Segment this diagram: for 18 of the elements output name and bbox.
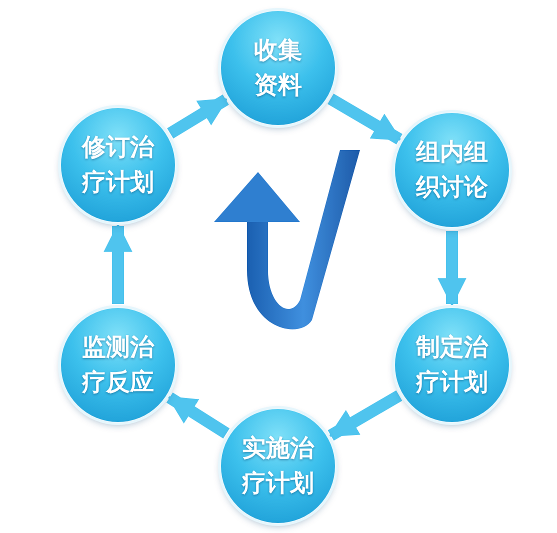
arrow xyxy=(104,223,132,304)
step-label: 制定治疗计划 xyxy=(416,332,488,398)
step-label: 收集资料 xyxy=(254,35,302,101)
arrow xyxy=(328,94,402,144)
process-circle xyxy=(61,308,175,422)
process-circle xyxy=(221,11,335,125)
arrow xyxy=(328,390,402,441)
step-label: 组内组织讨论 xyxy=(416,137,488,203)
process-circle xyxy=(395,308,509,422)
step-label: 修订治疗计划 xyxy=(82,132,154,198)
arrow xyxy=(166,392,230,438)
arrow xyxy=(438,231,466,307)
process-circle xyxy=(395,113,509,227)
step-label: 监测治疗反应 xyxy=(82,332,154,398)
process-circle xyxy=(61,108,175,222)
arrow xyxy=(167,94,229,139)
process-circle xyxy=(221,409,335,523)
step-label: 实施治疗计划 xyxy=(242,433,314,499)
